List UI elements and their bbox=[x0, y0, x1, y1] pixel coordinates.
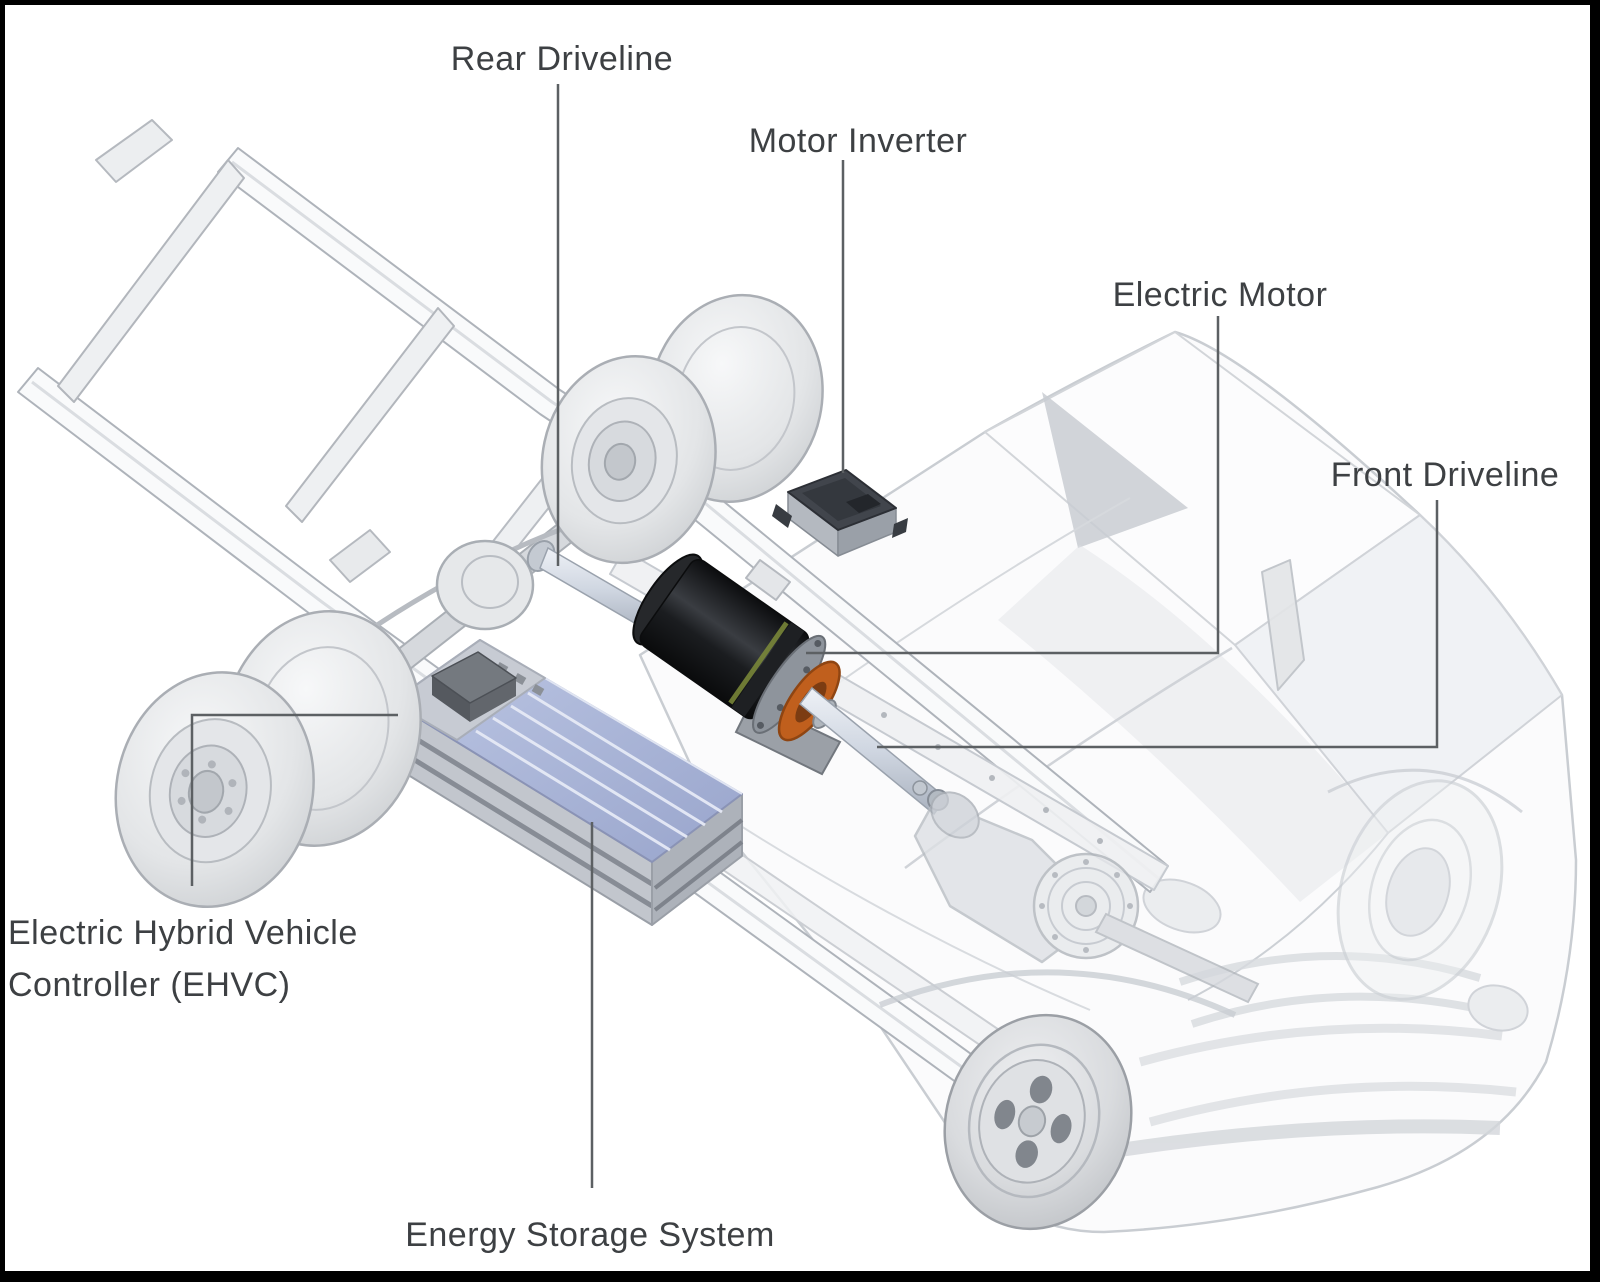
front-left-wheel bbox=[943, 1013, 1133, 1231]
frame-bracket2 bbox=[329, 529, 391, 583]
battery-tray-seam1 bbox=[390, 721, 654, 887]
label-motor-inverter: Motor Inverter bbox=[749, 122, 968, 160]
frame-bracket bbox=[95, 119, 173, 183]
cab-windshield bbox=[1234, 514, 1563, 834]
bumper-lower bbox=[1118, 1119, 1501, 1157]
label-front-driveline: Front Driveline bbox=[1331, 456, 1560, 494]
inverter-foot-left bbox=[772, 504, 792, 528]
label-ehvc-line1: Electric Hybrid Vehicle bbox=[8, 914, 358, 952]
leader-lines bbox=[190, 84, 1439, 1188]
leader-ehvc bbox=[190, 713, 398, 886]
floor-line bbox=[699, 799, 1091, 1011]
crossmember-mid bbox=[285, 307, 455, 523]
ehvc-module bbox=[431, 651, 517, 722]
labels: Rear Driveline Motor Inverter Electric M… bbox=[8, 40, 1559, 1254]
inverter-foot-right bbox=[892, 518, 908, 538]
front-axle-arm bbox=[1094, 912, 1260, 1004]
trans-input bbox=[930, 791, 980, 839]
wheel-spoke-holes bbox=[994, 1075, 1072, 1168]
a-pillar-shade bbox=[1042, 392, 1188, 548]
diff-cover-ring bbox=[461, 555, 519, 609]
battery-tray-seam2 bbox=[390, 743, 654, 909]
label-electric-motor: Electric Motor bbox=[1113, 276, 1328, 314]
rear-right-dual-wheels bbox=[540, 293, 824, 565]
headlight-right bbox=[1467, 984, 1529, 1032]
ghost-brake-disc bbox=[1385, 847, 1451, 937]
spring-hanger bbox=[745, 559, 791, 601]
cab-interior-shade bbox=[998, 545, 1388, 902]
headlight-left bbox=[1142, 878, 1222, 934]
label-ehvc-line2: Controller (EHVC) bbox=[8, 966, 290, 1004]
rail-flange-line2 bbox=[31, 380, 1055, 1136]
label-energy-storage: Energy Storage System bbox=[405, 1216, 775, 1254]
right-wheel-arch bbox=[1327, 768, 1523, 814]
crossmember-rear bbox=[57, 159, 245, 403]
leader-front-driveline bbox=[877, 500, 1439, 749]
lug-nuts bbox=[177, 760, 237, 824]
slip-yoke bbox=[912, 780, 928, 796]
leader-electric-motor bbox=[806, 316, 1220, 655]
label-rear-driveline: Rear Driveline bbox=[451, 40, 673, 78]
motor-inverter-box bbox=[772, 469, 908, 557]
motor-stator-band bbox=[731, 622, 805, 717]
wheel-center-cap bbox=[1017, 1105, 1047, 1138]
inverter-connector bbox=[846, 494, 881, 513]
rear-left-dual-wheels bbox=[114, 610, 422, 909]
motor-stripe-green bbox=[728, 621, 789, 705]
ghost-front-right-wheel bbox=[1327, 768, 1523, 1001]
side-mirror bbox=[1261, 559, 1305, 691]
battery-rib-lines bbox=[475, 691, 723, 852]
transmission-assembly bbox=[878, 791, 1260, 1018]
front-leaf-spring bbox=[878, 969, 1237, 1018]
battery-tray-seam3 bbox=[653, 818, 744, 912]
battery-pack bbox=[390, 639, 744, 926]
